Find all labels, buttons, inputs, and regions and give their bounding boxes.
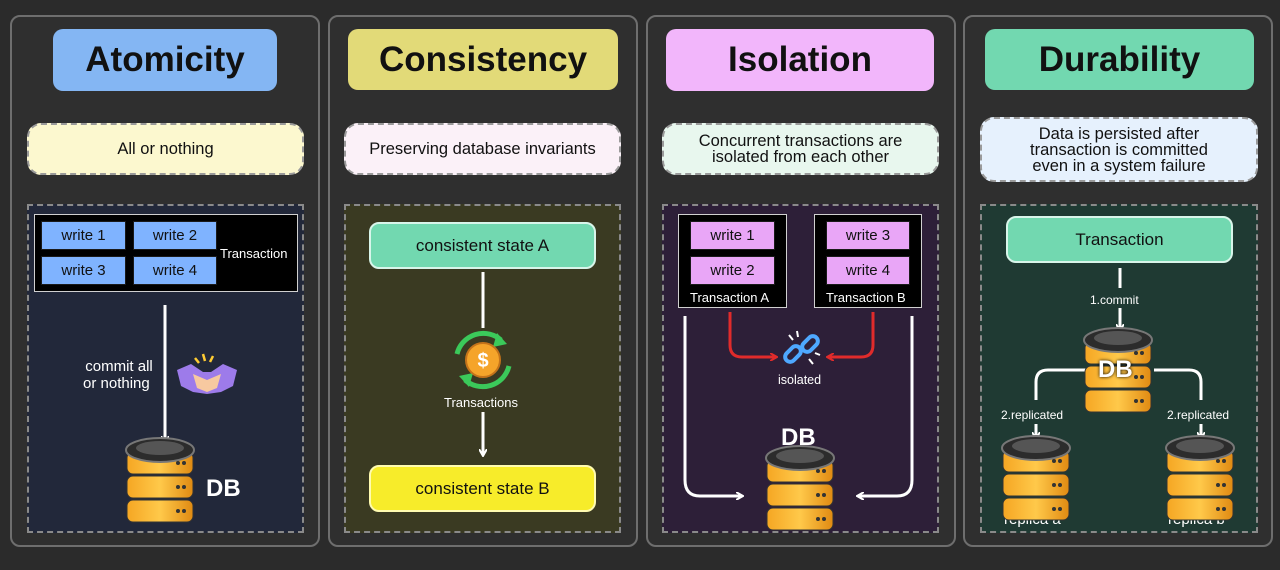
coin-cycle-icon: $ [454,330,512,390]
replicate-left-arrow [1034,368,1086,400]
commit-label-line1: commit all [85,358,153,375]
isolation-description-line1: Concurrent transactions are [698,132,903,150]
atomicity-write-1: write 1 [41,221,126,250]
transaction-a-write-1: write 1 [690,221,775,250]
commit-label-line2: or nothing [83,375,150,392]
transaction-a-label: Transaction A [690,290,770,305]
transaction-b-write-4: write 4 [826,256,910,285]
durability-description-line2: transaction is committed [1030,140,1208,159]
isolation-right-arrow [858,316,914,496]
durability-db-label: DB [1098,356,1133,383]
isolation-description-line2: isolated from each other [711,148,889,166]
durability-title: Durability [985,29,1254,90]
atomicity-write-3: write 3 [41,256,126,285]
replica-b-database-icon [1165,435,1235,521]
atomicity-commit-label: commit all or nothing [64,358,174,392]
isolated-label: isolated [778,373,822,387]
replica-a-database-icon [1001,435,1071,521]
svg-text:$: $ [477,350,488,372]
isolation-red-arrow-left [728,312,776,357]
durability-transaction: Transaction [1006,216,1233,263]
isolation-red-arrow-right [828,312,875,357]
consistency-description: Preserving database invariants [344,123,621,175]
atomicity-write-4: write 4 [133,256,217,285]
transaction-b-label: Transaction B [826,290,906,305]
consistency-transactions-label: Transactions [444,395,518,410]
commit-label: 1.commit [1090,293,1139,307]
transaction-a-write-2: write 2 [690,256,775,285]
atomicity-database-icon [125,437,195,523]
transaction-b-write-3: write 3 [826,221,910,250]
consistency-title: Consistency [348,29,618,90]
atomicity-transaction-label: Transaction [220,246,288,261]
isolation-database-icon [765,445,835,531]
isolation-title: Isolation [666,29,934,91]
durability-description-line1: Data is persisted after [1038,124,1200,143]
consistency-state-a: consistent state A [369,222,596,269]
durability-description: Data is persisted after transaction is c… [980,117,1258,182]
atomicity-write-2: write 2 [133,221,217,250]
atomicity-db-label: DB [206,475,241,502]
replicated-right-label: 2.replicated [1167,408,1230,422]
consistency-state-b: consistent state B [369,465,596,512]
replicated-left-label: 2.replicated [1001,408,1064,422]
atomicity-title: Atomicity [53,29,277,91]
durability-description-line3: even in a system failure [1032,156,1206,175]
replicate-right-arrow [1154,368,1203,400]
broken-link-icon [783,330,821,365]
isolation-left-arrow [683,316,742,496]
isolation-description: Concurrent transactions are isolated fro… [662,123,939,175]
atomicity-description: All or nothing [27,123,304,175]
handshake-icon [177,353,237,394]
